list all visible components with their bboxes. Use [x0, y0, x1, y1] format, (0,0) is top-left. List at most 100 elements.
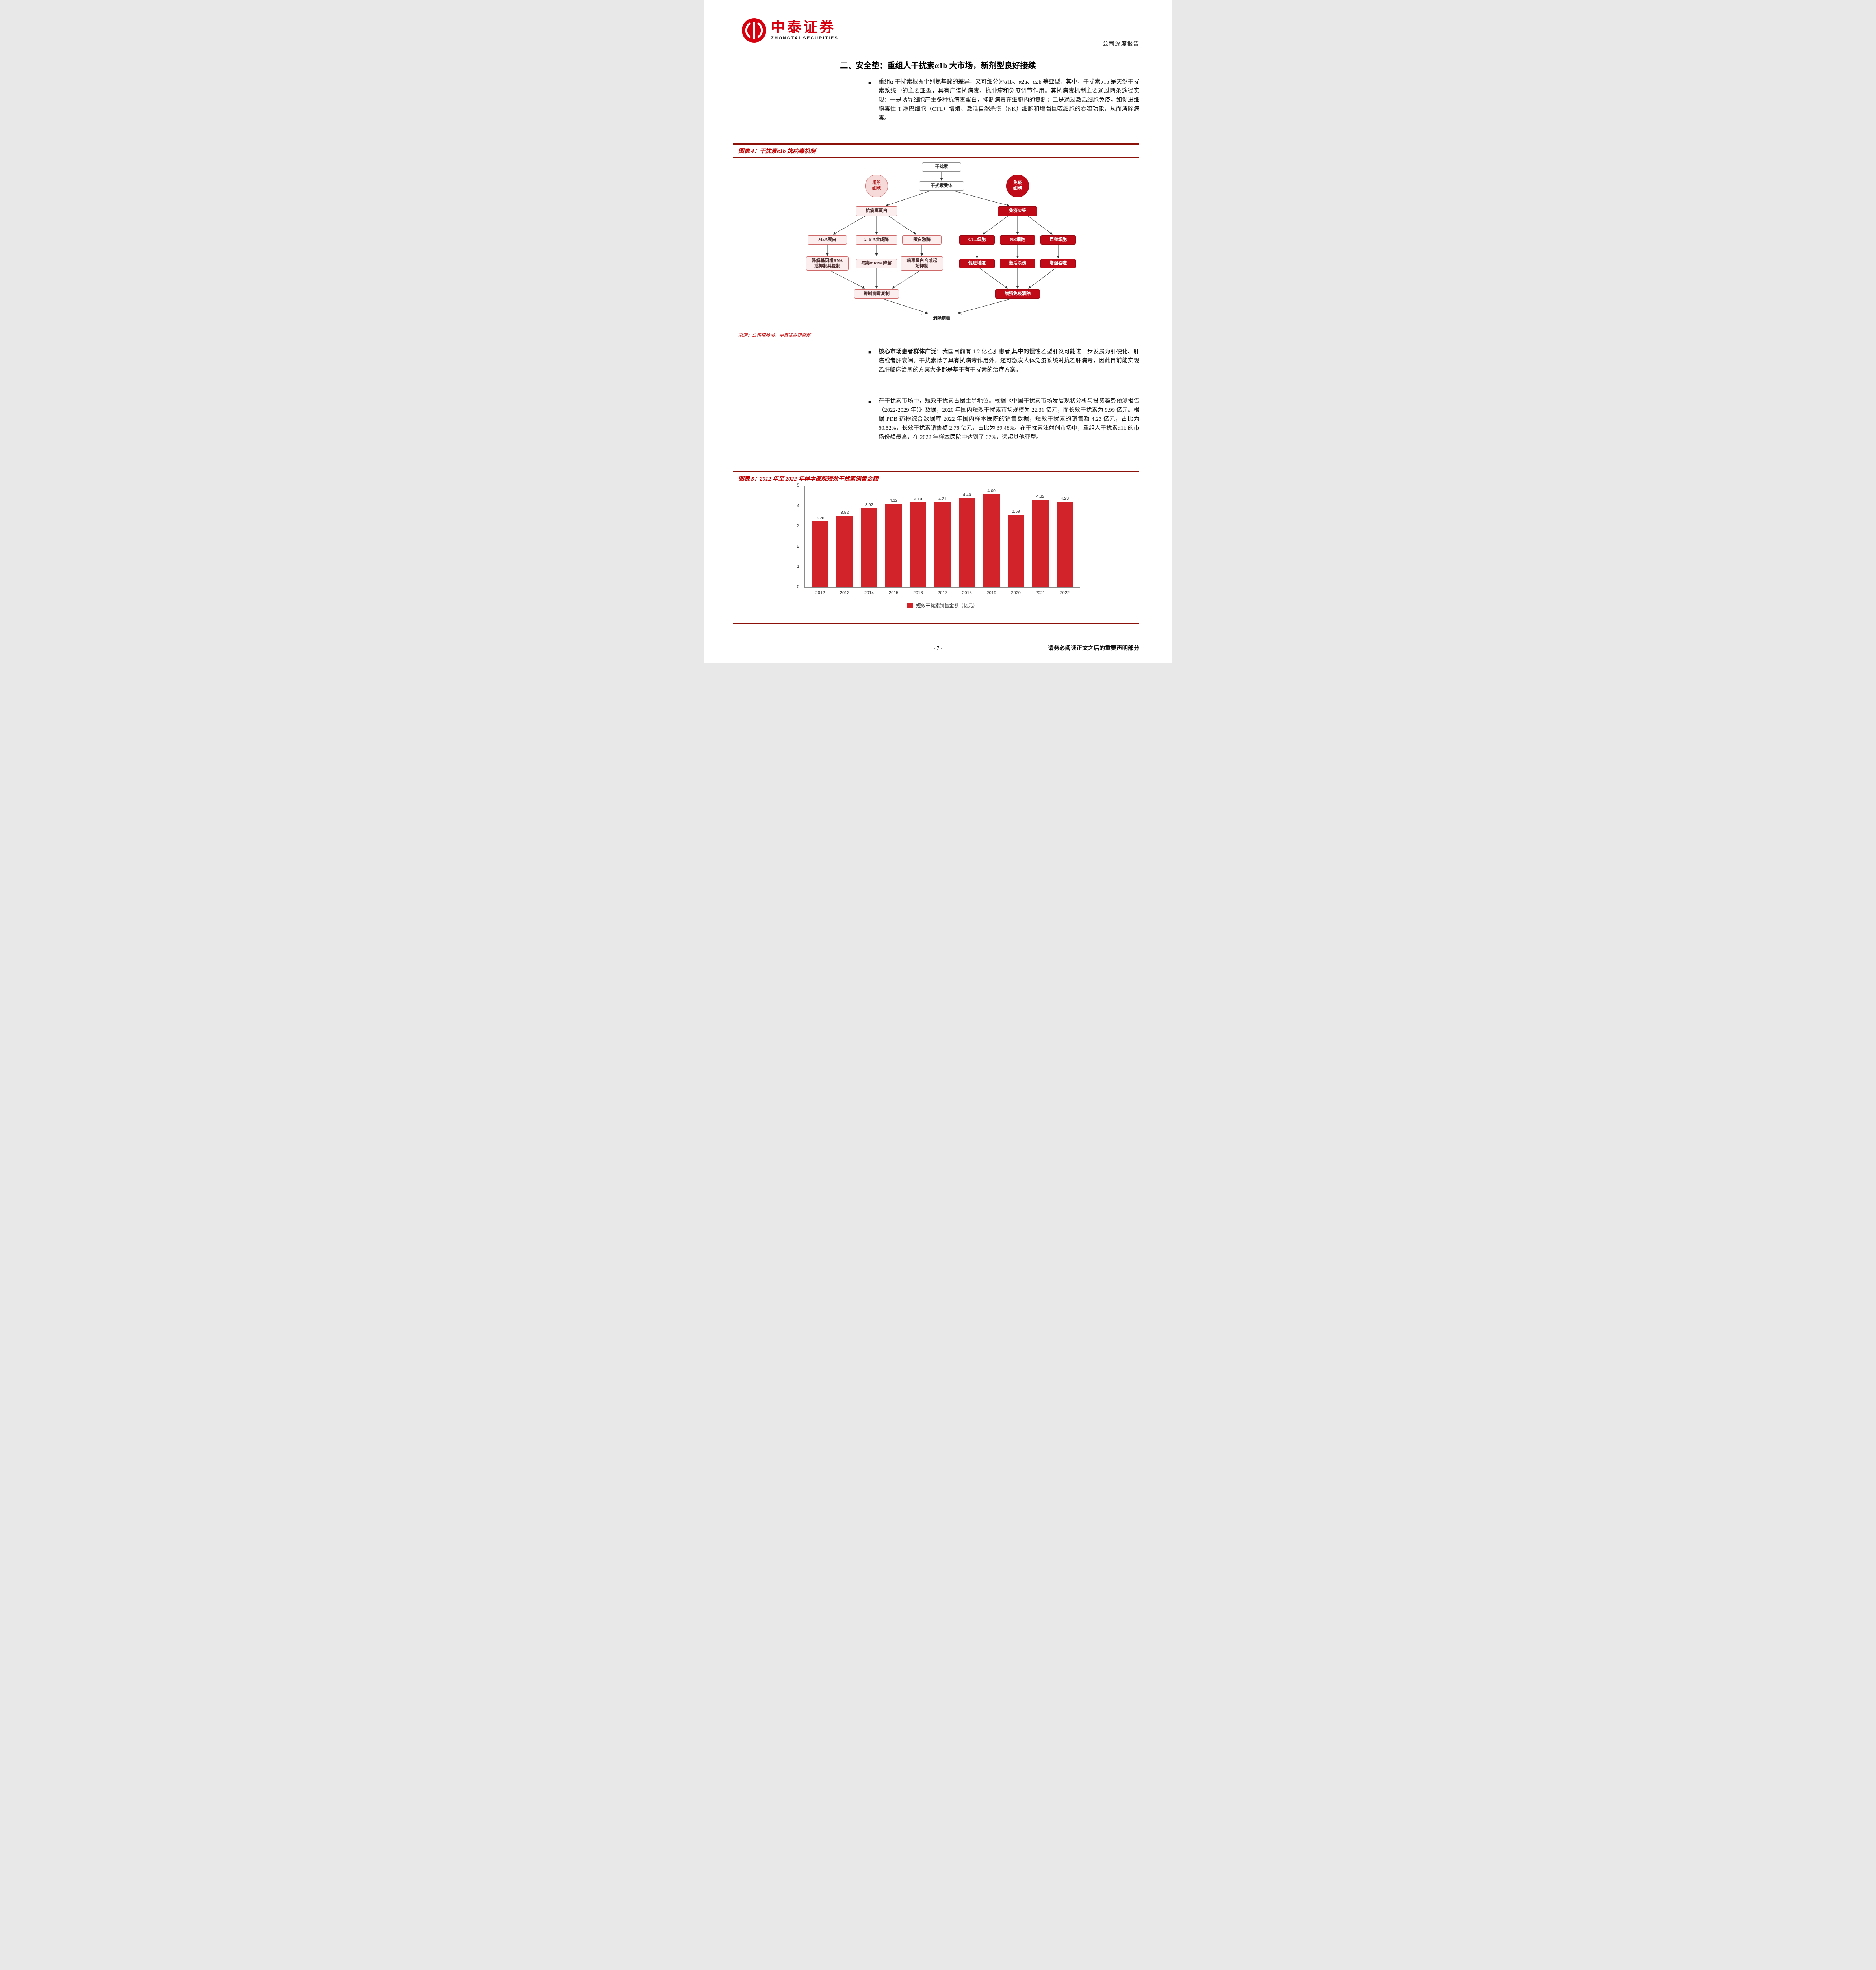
- bar: [836, 516, 853, 587]
- bar: [983, 494, 1000, 587]
- x-category-label: 2017: [938, 591, 947, 595]
- brand-text: 中泰证券 ZHONGTAI SECURITIES: [771, 20, 838, 41]
- brand-name-cn: 中泰证券: [771, 19, 836, 35]
- bar: [861, 507, 878, 587]
- flow-arrows: [826, 172, 1060, 314]
- y-tick-label: 1: [797, 564, 799, 569]
- report-page: 中泰证券 ZHONGTAI SECURITIES 公司深度报告 二、安全垫：重组…: [704, 0, 1172, 663]
- bullet-square-icon: ■: [868, 400, 871, 404]
- flow-node-ctl: CTL细胞: [959, 235, 995, 245]
- bar-value-label: 4.21: [938, 496, 947, 501]
- paragraph-3-text: 在干扰素市场中，短效干扰素占据主导地位。根据《中国干扰素市场发展现状分析与投资趋…: [879, 398, 1139, 440]
- bar: [910, 502, 927, 587]
- header: 中泰证券 ZHONGTAI SECURITIES: [741, 17, 838, 43]
- paragraph-1-underlined: 干扰素α1b 是天然干扰素系统中的主要亚型: [879, 79, 1139, 94]
- flow-node-enhance-clearance: 增强免疫清除: [995, 289, 1040, 299]
- x-category-label: 2021: [1035, 591, 1045, 595]
- bar-slot-2016: 4.19 2016: [910, 486, 927, 595]
- y-tick-label: 3: [797, 524, 799, 529]
- figure5-caption: 图表 5：2012 年至 2022 年样本医院短效干扰素销售金额: [733, 471, 1139, 485]
- bullet-square-icon: ■: [868, 80, 871, 85]
- bar-value-label: 4.19: [914, 496, 922, 502]
- brand-name-en: ZHONGTAI SECURITIES: [771, 36, 839, 41]
- flow-node-enhance-phagocytosis: 增强吞噬: [1040, 259, 1076, 268]
- flow-node-mxa: MxA蛋白: [808, 235, 847, 245]
- y-tick-label: 0: [797, 585, 799, 589]
- x-category-label: 2020: [1011, 591, 1021, 595]
- legend-color-swatch: [907, 603, 914, 608]
- y-tick-label: 2: [797, 544, 799, 549]
- x-category-label: 2013: [840, 591, 850, 595]
- flow-node-degrade-rna: 降解基因组RNA 或抑制其复制: [806, 256, 849, 271]
- y-tick-label: 5: [797, 483, 799, 488]
- flow-node-receptor: 干扰素受体: [919, 181, 964, 191]
- bar-value-label: 3.52: [840, 510, 849, 515]
- bar: [1032, 500, 1049, 587]
- figure4-source: 来源：公司招股书，中泰证券研究所: [738, 333, 811, 338]
- bar-slot-2021: 4.32 2021: [1032, 486, 1049, 595]
- x-category-label: 2016: [913, 591, 923, 595]
- bar-slot-2015: 4.12 2015: [885, 486, 902, 595]
- paragraph-1-text: 重组α-干扰素根据个别氨基酸的差异，又可细分为α1b、α2a、α2b 等亚型。其…: [879, 79, 1083, 85]
- bar-slot-2013: 3.52 2013: [836, 486, 853, 595]
- bar-value-label: 4.23: [1061, 496, 1069, 501]
- zhongtai-logo-icon: [742, 18, 766, 43]
- flow-node-immune-response: 免疫应答: [998, 206, 1037, 216]
- bar: [958, 498, 975, 587]
- flow-node-eliminate-virus: 消除病毒: [921, 314, 962, 323]
- paragraph-2-text: 我国目前有 1.2 亿乙肝患者,其中的慢性乙型肝炎可能进一步发展为肝硬化、肝癌或…: [879, 349, 1140, 373]
- bar-value-label: 4.32: [1036, 494, 1044, 499]
- footer-disclaimer: 请务必阅读正文之后的重要声明部分: [1048, 645, 1139, 652]
- paragraph-1: ■ 重组α-干扰素根据个别氨基酸的差异，又可细分为α1b、α2a、α2b 等亚型…: [868, 78, 1140, 123]
- bar: [885, 504, 902, 587]
- flow-node-immune-cell: 免疫 细胞: [1006, 175, 1029, 197]
- bar-slot-2012: 3.26 2012: [812, 486, 829, 595]
- x-category-label: 2019: [986, 591, 996, 595]
- report-type-label: 公司深度报告: [1103, 41, 1139, 47]
- flow-node-synthetase: 2'-5'A合成酶: [856, 235, 897, 245]
- flow-node-synthesis-inhibit: 病毒蛋白合成起 始抑制: [901, 256, 943, 271]
- figure5-y-axis: 0 1 2 3 4 5: [791, 483, 802, 589]
- flow-node-mrna-degrade: 病毒mRNA降解: [856, 259, 897, 268]
- bar: [1007, 514, 1024, 587]
- paragraph-3: ■ 在干扰素市场中，短效干扰素占据主导地位。根据《中国干扰素市场发展现状分析与投…: [868, 397, 1139, 442]
- legend-label: 短效干扰素销售金额（亿元）: [916, 603, 978, 608]
- section-title: 二、安全垫：重组人干扰素α1b 大市场，新剂型良好接续: [840, 61, 1036, 70]
- bar-slot-2020: 3.59 2020: [1007, 486, 1024, 595]
- bar-value-label: 4.60: [987, 488, 996, 493]
- figure5-bars: 3.26 2012 3.52 2013 3.92 2014 4.12 2015 4.19 2016…: [805, 486, 1080, 595]
- page-number: - 7 -: [933, 645, 943, 651]
- paragraph-1-text-cont: ，具有广谱抗病毒、抗肿瘤和免疫调节作用。其抗病毒机制主要通过两条途径实现：一是诱…: [879, 88, 1140, 121]
- bar: [812, 521, 829, 587]
- bar: [934, 502, 951, 587]
- figure5-legend: 短效干扰素销售金额（亿元）: [804, 602, 1080, 609]
- flow-node-interferon: 干扰素: [922, 162, 961, 172]
- flow-node-nk: NK细胞: [1000, 235, 1035, 245]
- bar-value-label: 3.59: [1012, 509, 1020, 514]
- figure4-flowchart: 干扰素 干扰素受体 组织 细胞 免疫 细胞 抗病毒蛋白 免疫应答 MxA蛋白 2…: [735, 158, 1141, 330]
- bar-slot-2022: 4.23 2022: [1056, 486, 1073, 595]
- x-category-label: 2018: [962, 591, 972, 595]
- figure4-caption: 图表 4：干扰素α1b 抗病毒机制: [733, 143, 1139, 158]
- bar: [1056, 501, 1073, 587]
- y-tick-label: 4: [797, 503, 799, 508]
- bar-slot-2018: 4.40 2018: [958, 486, 975, 595]
- bar-slot-2017: 4.21 2017: [934, 486, 951, 595]
- x-category-label: 2012: [815, 591, 825, 595]
- figure5-bottom-rule: [733, 623, 1139, 624]
- flow-node-promote-proliferation: 促进增殖: [959, 259, 995, 268]
- bar-value-label: 3.92: [865, 502, 873, 507]
- x-category-label: 2015: [889, 591, 899, 595]
- bar-value-label: 3.26: [816, 515, 825, 520]
- bullet-square-icon: ■: [868, 350, 871, 355]
- flow-node-tissue-cell: 组织 细胞: [865, 175, 888, 197]
- flow-node-macrophage: 巨噬细胞: [1040, 235, 1076, 245]
- bar-value-label: 4.12: [890, 498, 898, 503]
- bar-value-label: 4.40: [963, 492, 971, 497]
- x-category-label: 2014: [864, 591, 874, 595]
- paragraph-2-lead: 核心市场患者群体广泛：: [879, 349, 942, 355]
- x-category-label: 2022: [1060, 591, 1070, 595]
- bar-slot-2019: 4.60 2019: [983, 486, 1000, 595]
